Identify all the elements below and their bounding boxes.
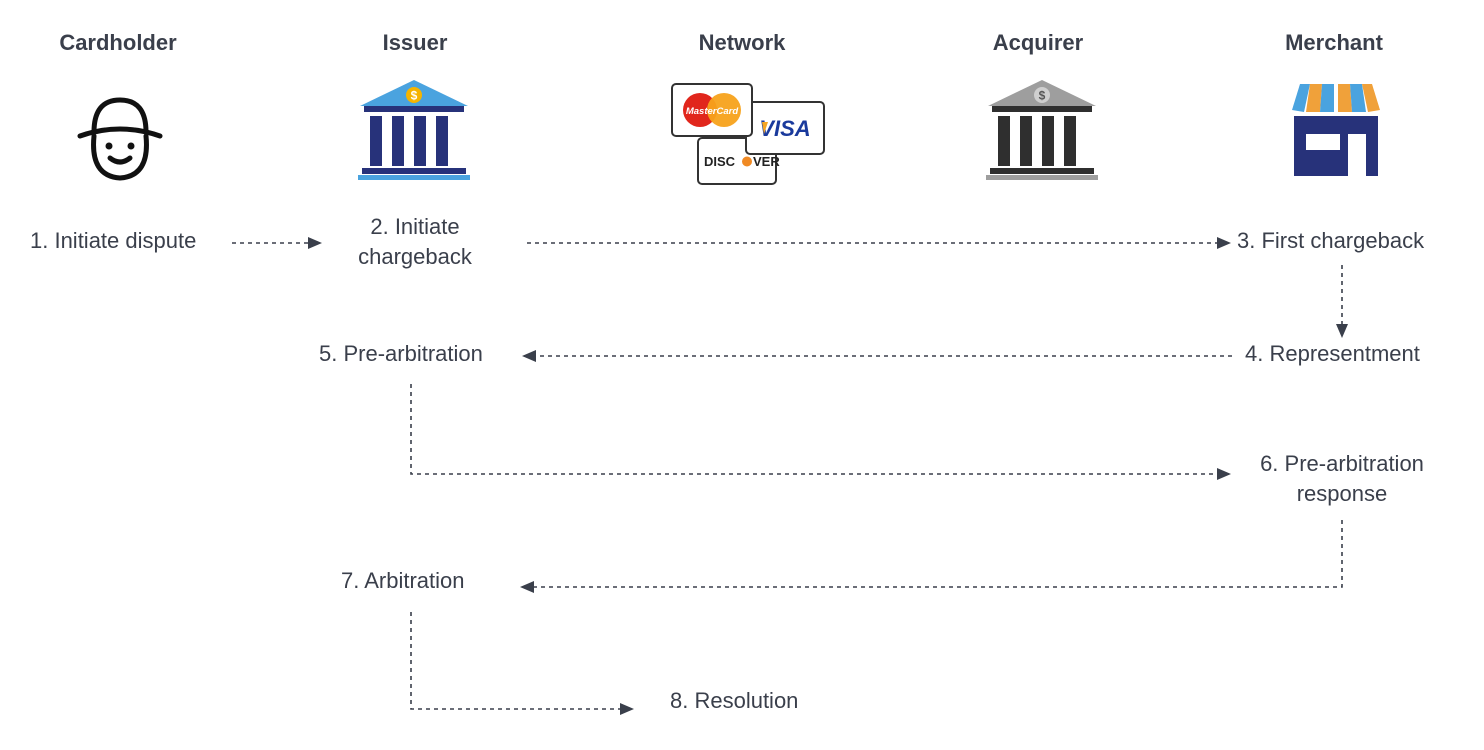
column-header-acquirer: Acquirer <box>992 30 1084 55</box>
step-6-line-1: 6. Pre-arbitration <box>1260 451 1424 476</box>
arrow-7-to-8 <box>410 612 634 715</box>
step-8-label: 8. Resolution <box>670 688 799 713</box>
discover-logo-text-pre: DISC <box>704 154 736 169</box>
svg-text:$: $ <box>1039 89 1046 103</box>
cardholder-face-icon <box>77 97 163 181</box>
step-7-label: 7. Arbitration <box>341 568 465 593</box>
visa-logo-text: VISA <box>759 116 810 141</box>
column-header-issuer: Issuer <box>382 30 448 55</box>
acquirer-bank-icon: $ <box>986 80 1098 180</box>
step-6-label: 6. Pre-arbitration response <box>1232 449 1452 509</box>
arrow-6-to-7 <box>520 520 1343 593</box>
svg-text:$: $ <box>411 89 418 103</box>
step-2-line-1: 2. Initiate <box>370 214 460 239</box>
step-5-label: 5. Pre-arbitration <box>319 341 483 366</box>
column-header-network: Network <box>698 30 786 55</box>
column-header-cardholder: Cardholder <box>59 30 177 55</box>
discover-logo-text-post: VER <box>753 154 780 169</box>
step-3-label: 3. First chargeback <box>1237 228 1425 253</box>
step-2-label: 2. Initiate chargeback <box>330 212 500 272</box>
issuer-bank-icon: $ <box>358 80 470 180</box>
column-header-merchant: Merchant <box>1285 30 1383 55</box>
step-1-label: 1. Initiate dispute <box>30 228 197 253</box>
merchant-storefront-icon <box>1292 84 1380 176</box>
mastercard-logo-text: MasterCard <box>686 106 738 117</box>
arrow-5-to-6 <box>410 384 1231 480</box>
card-networks-icon: DISC VER VISA MasterCard <box>671 83 825 185</box>
step-2-line-2: chargeback <box>358 244 472 269</box>
step-6-line-2: response <box>1296 481 1388 506</box>
step-4-label: 4. Representment <box>1245 341 1420 366</box>
